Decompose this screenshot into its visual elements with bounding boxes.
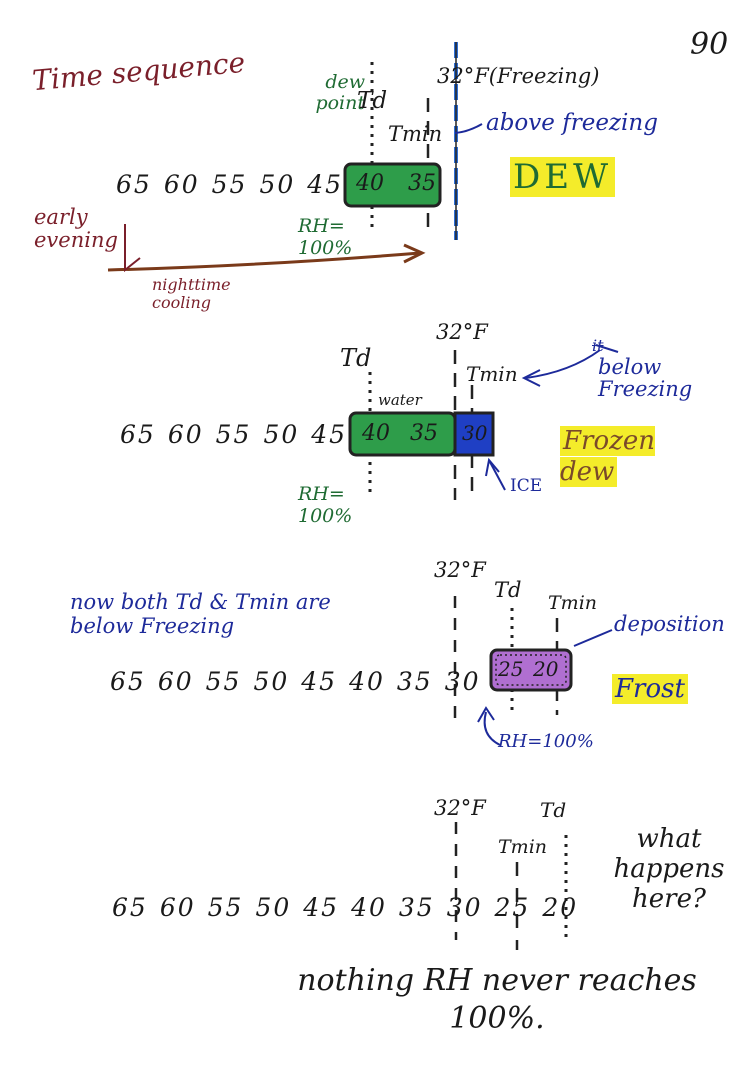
dew-label: DEW	[510, 157, 616, 197]
panel2-tmin-label: Tmin	[466, 362, 518, 386]
scale-value-45: 45	[311, 420, 348, 449]
scale-value-65: 65	[120, 420, 156, 449]
panel2-rh: RH= 100%	[298, 483, 353, 527]
scale-value-20: 20	[542, 893, 579, 922]
scale-value-45: 45	[303, 893, 340, 922]
panel1-time-note: early evening	[34, 205, 118, 253]
panel2-scale-text: 65 60 55 50 45	[120, 422, 359, 447]
frost-label: Frost	[612, 674, 688, 704]
panel2-box-value-30: 30	[462, 421, 488, 445]
scale-value-40: 40	[351, 893, 387, 922]
frozen-dew-label: Frozen dew	[560, 426, 655, 488]
scale-value-50: 50	[263, 420, 300, 449]
scale-value-35: 35	[398, 893, 435, 922]
scale-value-60: 60	[157, 667, 194, 696]
panel4-answer: nothing RH never reaches 100%.	[297, 963, 697, 1036]
panel1-scale-text: 65 60 55 50 45	[116, 172, 355, 197]
panel1-dew-point-label: dew point	[315, 71, 365, 114]
panel3-rh-arrow	[483, 711, 501, 746]
panel2-ice-label: ICE	[510, 476, 543, 496]
nighttime-cooling-arrow	[107, 251, 421, 272]
panel4-tmin-label: Tmin	[498, 836, 548, 858]
panel3-note: now both Td & Tmin are below Freezing	[70, 590, 331, 639]
scale-value-45: 45	[301, 667, 338, 696]
scale-value-55: 55	[215, 420, 252, 449]
scale-value-30: 30	[446, 893, 483, 922]
scale-value-60: 60	[159, 893, 196, 922]
scale-value-50: 50	[259, 170, 296, 199]
page-number-text: 90	[690, 27, 729, 62]
panel4-question: what happens here?	[613, 824, 725, 914]
panel1-freezing-label: 32°F(Freezing)	[437, 64, 600, 88]
panel2-box-value-35: 35	[410, 421, 438, 446]
panel1-tmin-label: Tmin	[388, 122, 443, 146]
panel2-water-label: water	[378, 391, 422, 409]
panel4-scale-text: 65 60 55 50 45 40 35 30 25 20	[112, 895, 590, 920]
panel3-scale-text: 65 60 55 50 45 40 35 30	[110, 669, 493, 694]
panel1-result: DEW	[510, 157, 616, 197]
panel3-rh: RH=100%	[498, 731, 594, 752]
panel1-td-label: Td	[357, 88, 388, 114]
scale-value-65: 65	[110, 667, 146, 696]
scale-value-65: 65	[112, 893, 148, 922]
scale-value-65: 65	[116, 170, 152, 199]
panel3-tmin-label: Tmin	[548, 592, 598, 614]
scale-value-55: 55	[211, 170, 248, 199]
panel2-crossed-note: it	[592, 336, 604, 355]
scale-value-60: 60	[163, 170, 200, 199]
panel1-cooling-note: nighttime cooling	[152, 275, 231, 313]
scale-value-40: 40	[349, 667, 385, 696]
panel3-box-value-25: 25	[498, 657, 524, 681]
panel2-ice-box	[453, 411, 495, 457]
panel2-result: Frozen dew	[560, 426, 700, 488]
scale-value-50: 50	[255, 893, 292, 922]
scale-value-55: 55	[207, 893, 244, 922]
panel4-freezing-label: 32°F	[434, 796, 486, 820]
panel2-ice-arrow	[489, 461, 506, 491]
panel2-tmin-arrow	[525, 349, 601, 379]
panel1-box-value-40: 40	[356, 171, 384, 196]
panel3-deposition: deposition	[614, 612, 725, 636]
scale-value-30: 30	[444, 667, 481, 696]
panel1-rh: RH= 100%	[298, 215, 353, 259]
scale-value-25: 25	[494, 893, 531, 922]
scale-value-60: 60	[167, 420, 204, 449]
panel2-td-label: Td	[340, 344, 372, 372]
panel4-td-label: Td	[540, 798, 567, 822]
panel2-box-value-40: 40	[362, 421, 390, 446]
panel3-td-label: Td	[494, 578, 522, 602]
panel1-dew-box	[343, 162, 442, 208]
panel2-freezing-label: 32°F	[436, 320, 488, 344]
panel1-tmin-note: above freezing	[486, 110, 658, 136]
scale-value-50: 50	[253, 667, 290, 696]
scale-value-45: 45	[307, 170, 344, 199]
deposition-leader	[573, 629, 613, 647]
panel1-tmin-leader	[454, 123, 483, 134]
panel3-box-value-20: 20	[533, 657, 559, 681]
panel1-box-value-35: 35	[408, 171, 436, 196]
panel3-result: Frost	[612, 674, 688, 704]
scale-value-55: 55	[205, 667, 242, 696]
panel3-frost-box	[489, 648, 573, 692]
scale-value-35: 35	[396, 667, 433, 696]
panel3-freezing-label: 32°F	[434, 558, 486, 582]
panel2-tmin-note: below Freezing	[598, 355, 693, 402]
